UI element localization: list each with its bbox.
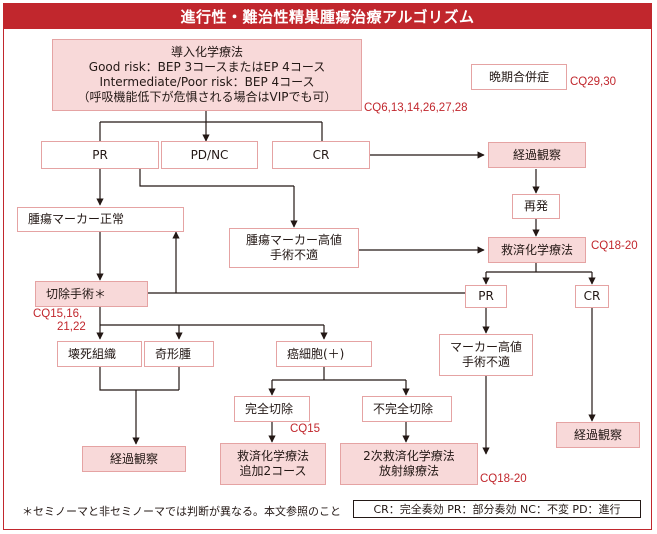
salvage-chemo-box: 救済化学療法 <box>488 237 586 263</box>
cq-resection-line2: 21,22 <box>57 321 86 333</box>
relapse-box: 再発 <box>512 194 560 219</box>
cq-resection: CQ15,16, 21,22 <box>33 308 86 334</box>
marker-high-line1: 腫瘍マーカー高値 <box>245 233 342 247</box>
diagram-title: 進行性・難治性精巣腫瘍治療アルゴリズム <box>3 3 652 29</box>
connector-salvage-split <box>486 263 592 273</box>
salvage-cr-box: CR <box>575 285 609 308</box>
observation-top-box: 経過観察 <box>488 142 586 168</box>
marker-normal-box: 腫瘍マーカー正常 <box>17 207 184 232</box>
cq-second-line: CQ18-20 <box>480 473 527 485</box>
induction-poor-risk: Intermediate/Poor risk：BEP 4コース <box>99 75 315 89</box>
second-line-line2: 放射線療法 <box>378 464 439 478</box>
salvage-additional-box: 救済化学療法 追加2コース <box>220 443 326 485</box>
marker-high-2-line2: 手術不適 <box>461 355 510 369</box>
connector-cancer-split <box>272 367 406 381</box>
connector-pr-marker-high <box>139 169 294 187</box>
second-line-line1: 2次救済化学療法 <box>363 449 455 463</box>
salvage-additional-line1: 救済化学療法 <box>236 449 309 463</box>
incomplete-resection-box: 不完全切除 <box>362 396 452 422</box>
abbreviation-legend: CR：完全奏効 PR：部分奏効 NC：不変 PD：進行 <box>353 500 641 518</box>
induction-good-risk: Good risk：BEP 3コースまたはEP 4コース <box>88 60 326 74</box>
marker-high-2-line1: マーカー高値 <box>449 340 522 354</box>
second-line-box: 2次救済化学療法 放射線療法 <box>340 443 478 485</box>
induction-chemo-box: 導入化学療法 Good risk：BEP 3コースまたはEP 4コース Inte… <box>52 39 362 111</box>
teratoma-box: 奇形腫 <box>144 341 214 367</box>
cq-late-complication: CQ29,30 <box>570 76 617 88</box>
necrosis-box: 壊死組織 <box>57 341 142 367</box>
footnote: ＊セミノーマと非セミノーマでは判断が異なる。本文参照のこと <box>22 505 341 518</box>
connector-induction-split <box>99 110 323 141</box>
induction-title: 導入化学療法 <box>170 45 243 59</box>
cancer-cells-box: 癌細胞(＋) <box>276 341 372 367</box>
induction-note: （呼吸機能低下が危惧される場合はVIPでも可） <box>77 90 337 104</box>
marker-high-inoperable-box: 腫瘍マーカー高値 手術不適 <box>229 228 359 268</box>
cq-salvage: CQ18-20 <box>591 240 638 252</box>
marker-high-line2: 手術不適 <box>269 248 318 262</box>
pr-box: PR <box>41 141 159 169</box>
pd-nc-box: PD/NC <box>161 141 258 169</box>
cr-box: CR <box>272 141 370 169</box>
cq-complete: CQ15 <box>290 423 321 435</box>
resection-box: 切除手術＊ <box>35 281 148 307</box>
connector-resection-split <box>99 307 324 326</box>
salvage-pr-box: PR <box>465 285 507 308</box>
salvage-additional-line2: 追加2コース <box>239 464 307 478</box>
observation-bottom-left-box: 経過観察 <box>82 446 186 472</box>
late-complication-box: 晩期合併症 <box>471 64 567 90</box>
cq-induction: CQ6,13,14,26,27,28 <box>364 102 468 114</box>
cq-resection-line1: CQ15,16, <box>33 308 83 320</box>
observation-right-box: 経過観察 <box>556 422 640 448</box>
marker-high-inoperable-2-box: マーカー高値 手術不適 <box>439 334 533 376</box>
connector-necrosis-teratoma <box>99 367 180 391</box>
complete-resection-box: 完全切除 <box>234 396 310 422</box>
